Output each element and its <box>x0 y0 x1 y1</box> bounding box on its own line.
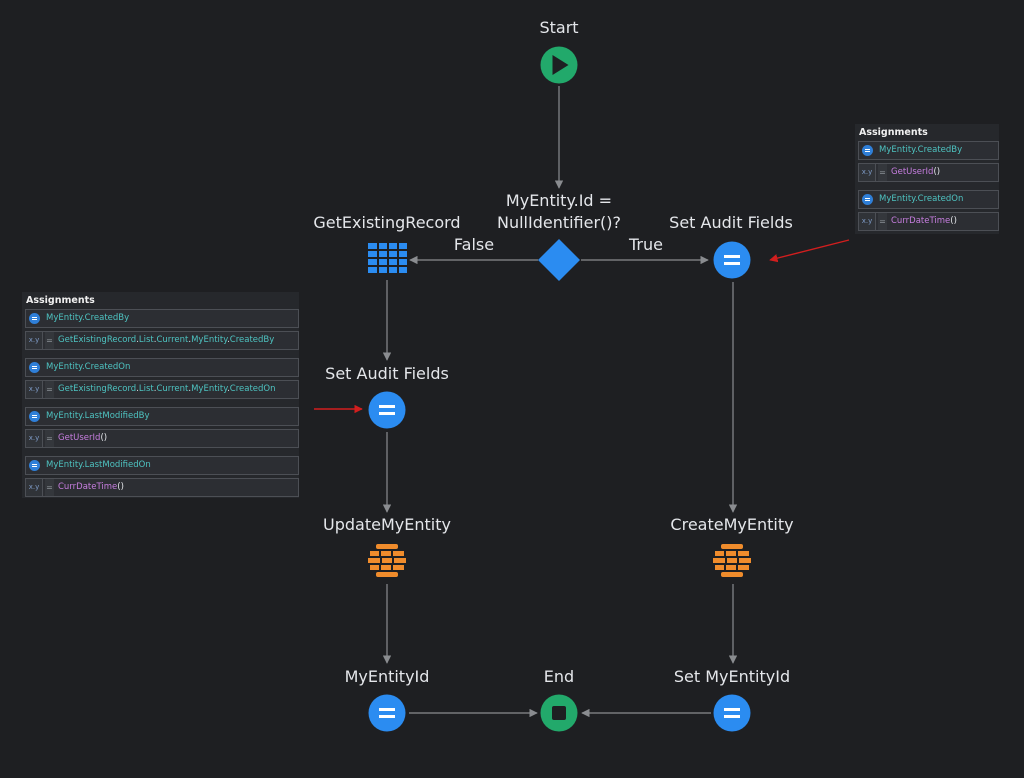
assignment-value-field[interactable]: x.y = CurrDateTime() <box>25 478 299 497</box>
assignments-title: Assignments <box>859 127 928 138</box>
assignment-target-field[interactable]: MyEntity.LastModifiedBy <box>25 407 299 426</box>
get-existing-node[interactable] <box>368 243 407 273</box>
myentityid-label: MyEntityId <box>345 667 430 686</box>
stop-icon <box>552 706 566 720</box>
set-audit-false-node[interactable] <box>368 391 406 429</box>
equals-sign: = <box>45 381 54 398</box>
equals-sign: = <box>878 213 887 230</box>
update-label: UpdateMyEntity <box>323 515 451 534</box>
assignment-target-field[interactable]: MyEntity.LastModifiedOn <box>25 456 299 475</box>
assignments-title: Assignments <box>26 295 95 306</box>
set-audit-false-label: Set Audit Fields <box>325 364 449 383</box>
assignments-panel-right: Assignments MyEntity.CreatedBy x.y = Get… <box>855 124 999 234</box>
myentityid-node[interactable] <box>368 694 406 732</box>
aggregate-icon <box>368 243 407 273</box>
variable-icon <box>29 313 40 324</box>
annotation-arrow-right <box>769 239 850 263</box>
variable-icon <box>862 145 873 156</box>
equals-icon <box>724 708 740 718</box>
assignment-target-field[interactable]: MyEntity.CreatedBy <box>25 309 299 328</box>
create-label: CreateMyEntity <box>670 515 793 534</box>
assignment-target-field[interactable]: MyEntity.CreatedBy <box>858 141 999 160</box>
set-myentityid-node[interactable] <box>713 694 751 732</box>
assignment-target-field[interactable]: MyEntity.CreatedOn <box>25 358 299 377</box>
assignment-target-field[interactable]: MyEntity.CreatedOn <box>858 190 999 209</box>
variable-icon <box>29 362 40 373</box>
condition-label-line2: NullIdentifier()? <box>497 213 621 232</box>
start-node[interactable] <box>540 46 578 84</box>
play-icon <box>552 55 569 75</box>
entity-action-icon <box>368 544 406 577</box>
set-audit-true-node[interactable] <box>713 241 751 279</box>
equals-sign: = <box>45 332 54 349</box>
create-node[interactable] <box>713 544 751 577</box>
end-node[interactable] <box>540 694 578 732</box>
expression-icon: x.y <box>859 164 876 181</box>
start-label: Start <box>539 18 578 37</box>
assignment-value-field[interactable]: x.y = GetUserId() <box>25 429 299 448</box>
expression-icon: x.y <box>26 381 43 398</box>
expression-icon: x.y <box>859 213 876 230</box>
set-audit-true-label: Set Audit Fields <box>669 213 793 232</box>
expression-icon: x.y <box>26 430 43 447</box>
equals-sign: = <box>878 164 887 181</box>
variable-icon <box>29 460 40 471</box>
get-existing-label: GetExistingRecord <box>313 213 460 232</box>
end-label: End <box>544 667 574 686</box>
set-myentityid-label: Set MyEntityId <box>674 667 790 686</box>
assignments-panel-left: Assignments MyEntity.CreatedBy x.y = Get… <box>22 292 299 498</box>
connectors <box>382 86 738 718</box>
equals-icon <box>724 255 740 265</box>
variable-icon <box>29 411 40 422</box>
equals-icon <box>379 708 395 718</box>
assignment-value-field[interactable]: x.y = GetExistingRecord.List.Current.MyE… <box>25 380 299 399</box>
variable-icon <box>862 194 873 205</box>
assignment-value-field[interactable]: x.y = GetExistingRecord.List.Current.MyE… <box>25 331 299 350</box>
equals-icon <box>379 405 395 415</box>
equals-sign: = <box>45 430 54 447</box>
update-node[interactable] <box>368 544 406 577</box>
expression-icon: x.y <box>26 332 43 349</box>
condition-node[interactable] <box>538 239 580 281</box>
entity-action-icon <box>713 544 751 577</box>
assignment-value-field[interactable]: x.y = GetUserId() <box>858 163 999 182</box>
assignment-value-field[interactable]: x.y = CurrDateTime() <box>858 212 999 231</box>
condition-label-line1: MyEntity.Id = <box>506 191 612 210</box>
branch-false-label: False <box>454 235 494 254</box>
branch-true-label: True <box>628 235 663 254</box>
expression-icon: x.y <box>26 479 43 496</box>
equals-sign: = <box>45 479 54 496</box>
